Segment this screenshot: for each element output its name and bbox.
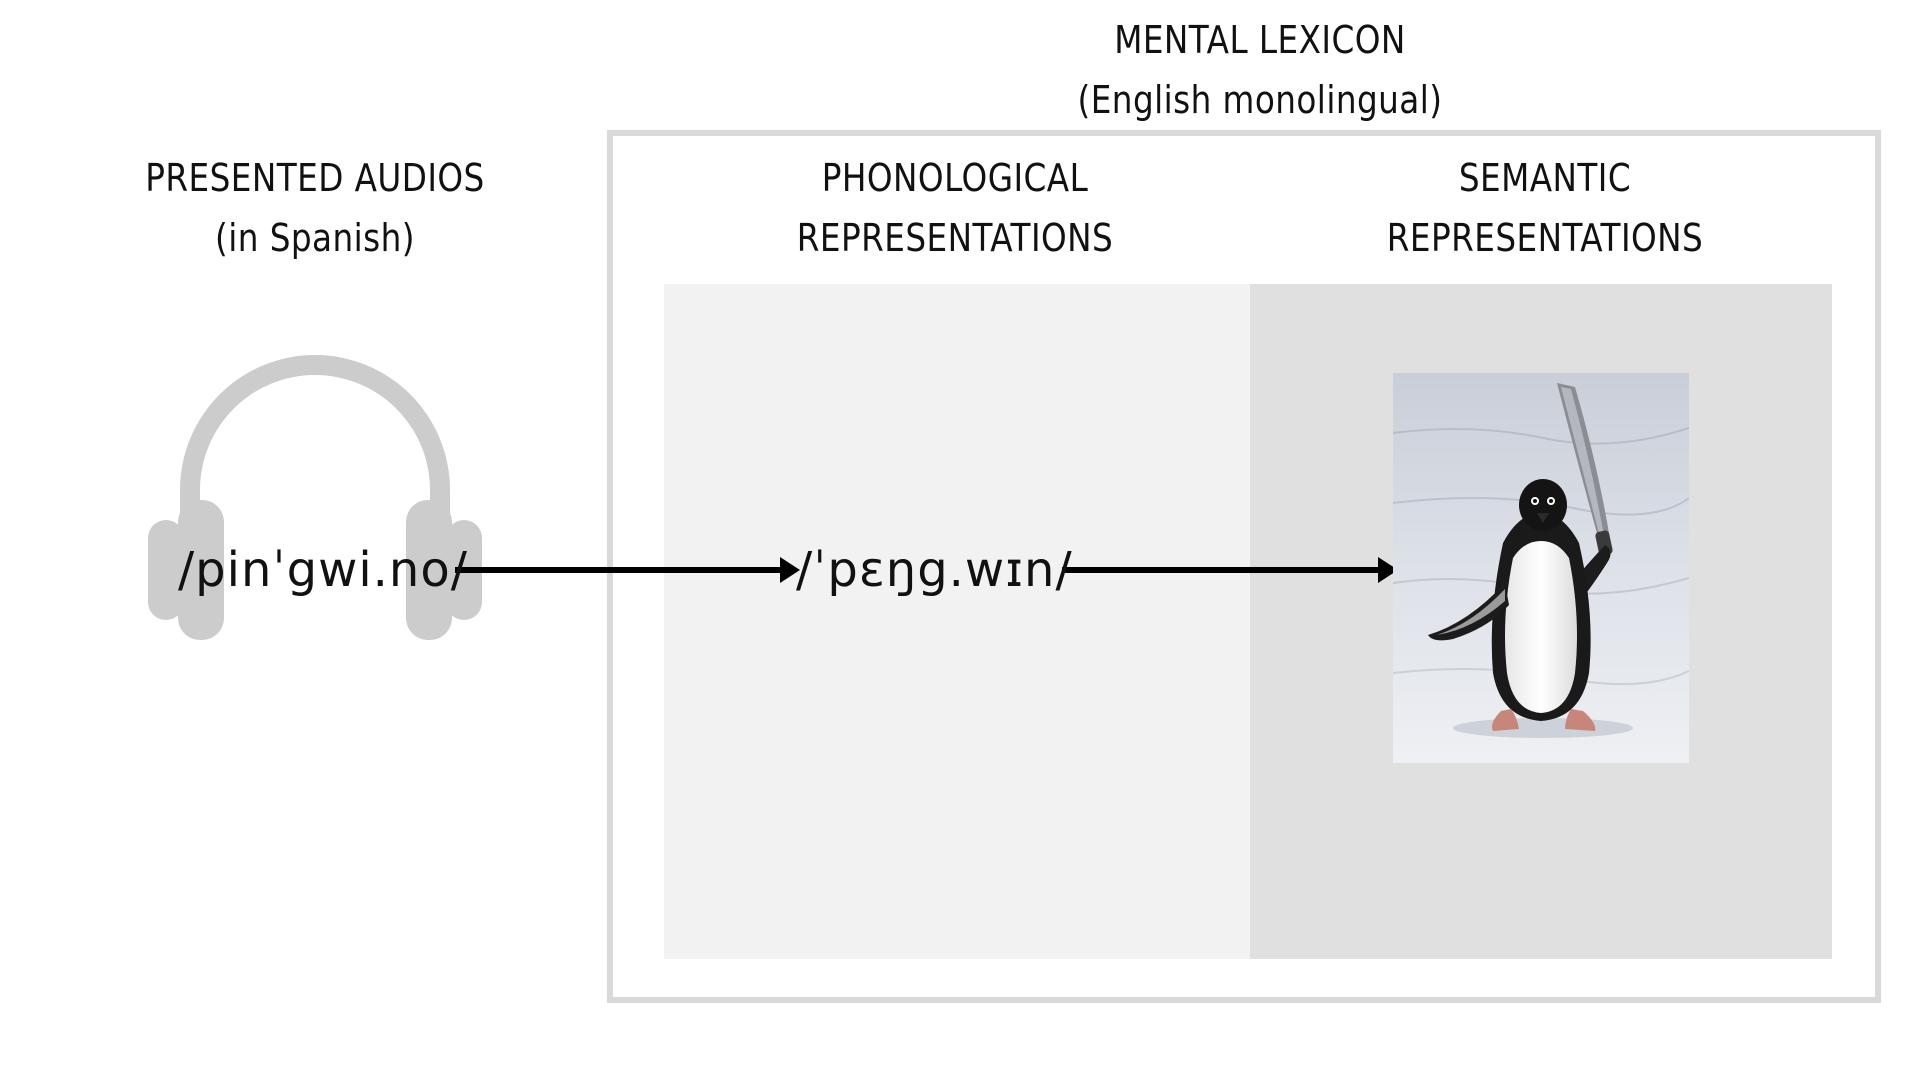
headphones-icon <box>148 355 482 640</box>
semantic-heading: SEMANTIC REPRESENTATIONS <box>1334 148 1755 268</box>
mental-lexicon-box <box>607 130 1881 1003</box>
presented-audios-heading-line2: (in Spanish) <box>215 216 415 260</box>
presented-audios-heading-line1: PRESENTED AUDIOS <box>145 156 485 200</box>
semantic-heading-line2: REPRESENTATIONS <box>1386 216 1704 260</box>
english-transcription: /ˈpɛŋg.wɪn/ <box>796 542 1073 598</box>
mental-lexicon-title-line2: (English monolingual) <box>1077 78 1443 122</box>
presented-audios-heading: PRESENTED AUDIOS (in Spanish) <box>113 148 517 268</box>
penguin-photo <box>1393 373 1689 763</box>
mental-lexicon-title-line1: MENTAL LEXICON <box>1114 18 1406 62</box>
spanish-transcription: /pinˈgwi.no/ <box>178 542 468 598</box>
phonological-heading: PHONOLOGICAL REPRESENTATIONS <box>744 148 1165 268</box>
semantic-heading-line1: SEMANTIC <box>1458 156 1632 200</box>
mental-lexicon-title: MENTAL LEXICON (English monolingual) <box>1054 10 1467 130</box>
phonological-heading-line1: PHONOLOGICAL <box>821 156 1089 200</box>
phonological-panel <box>664 284 1250 959</box>
phonological-heading-line2: REPRESENTATIONS <box>796 216 1114 260</box>
